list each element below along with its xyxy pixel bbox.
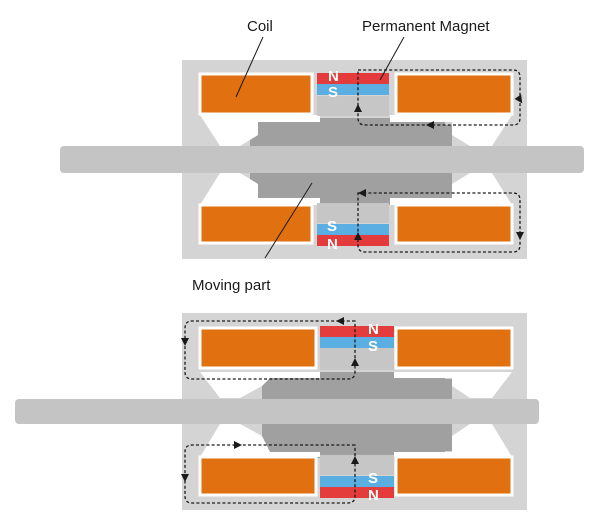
bottom-coil-lower-left <box>198 455 318 497</box>
bottom-shaft <box>15 399 539 424</box>
bottom-upper-gap-block <box>320 348 394 370</box>
coil-leader-line <box>235 36 264 98</box>
bottom-lower-gap-block <box>320 455 394 475</box>
bottom-lower-gap-left <box>200 424 320 457</box>
top-lower-flux-loop <box>357 192 521 253</box>
moving-part-label: Moving part <box>192 277 271 294</box>
bottom-lower-pole-s: S <box>368 470 378 487</box>
top-upper-gap-right <box>390 115 512 146</box>
bottom-coil-upper-right <box>394 326 514 370</box>
top-lower-pole-n: N <box>327 236 338 253</box>
coil-label: Coil <box>247 18 273 35</box>
top-lower-gap-block <box>317 203 389 223</box>
top-coil-lower-right <box>394 203 514 245</box>
bottom-upper-magnet-south <box>320 337 394 348</box>
top-lower-gap-left <box>200 173 320 205</box>
magnet-leader-line <box>379 36 405 81</box>
bottom-coil-lower-right <box>394 455 514 497</box>
top-lower-magnet-north <box>317 235 389 246</box>
bottom-upper-gap-right <box>394 372 512 398</box>
bottom-lower-magnet-north <box>320 487 394 498</box>
top-upper-gap-left <box>200 115 320 146</box>
bottom-lower-gap-right <box>394 424 512 457</box>
top-upper-pole-s: S <box>328 84 338 101</box>
top-coil-lower-left <box>198 203 314 245</box>
bottom-lower-flux-loop <box>184 444 356 504</box>
bottom-lower-magnet-south <box>320 476 394 487</box>
top-upper-flux-loop <box>357 69 521 126</box>
top-lower-gap-right <box>390 173 512 205</box>
top-upper-pole-n: N <box>328 68 339 85</box>
top-upper-magnet-south <box>317 84 389 95</box>
bottom-upper-magnet-north <box>320 326 394 337</box>
moving-part-leader-line <box>264 182 313 259</box>
bottom-upper-flux-loop <box>184 320 356 380</box>
top-lower-magnet-south <box>317 224 389 235</box>
bottom-lower-pole-n: N <box>368 487 379 504</box>
top-shaft <box>60 146 584 173</box>
top-upper-gap-block <box>317 96 389 116</box>
top-coil-upper-right <box>394 72 514 116</box>
bottom-upper-pole-n: N <box>368 321 379 338</box>
top-assembly: N S S N Coil Permanent Magnet Moving par… <box>60 18 584 294</box>
bottom-assembly: N S S N <box>15 313 539 510</box>
bottom-upper-pole-s: S <box>368 338 378 355</box>
permanent-magnet-label: Permanent Magnet <box>362 18 490 35</box>
bottom-coil-upper-left <box>198 326 318 370</box>
top-upper-magnet-north <box>317 73 389 84</box>
top-coil-upper-left <box>198 72 314 116</box>
top-lower-pole-s: S <box>327 218 337 235</box>
